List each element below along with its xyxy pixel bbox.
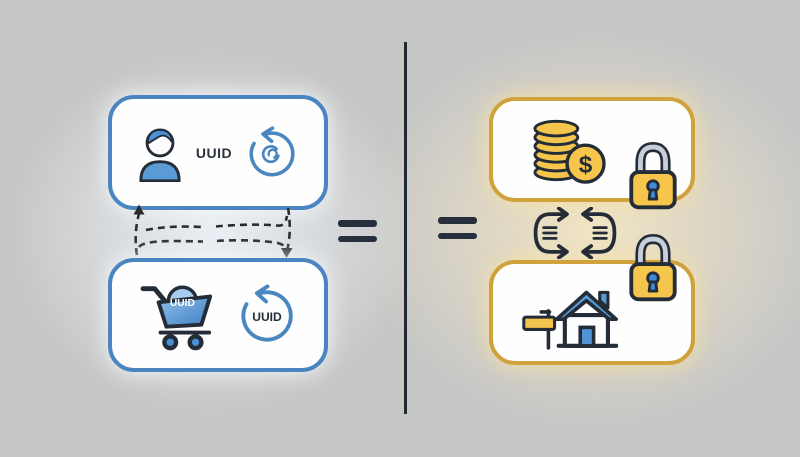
equals-bar <box>338 235 377 242</box>
user-uuid-box: UUID <box>108 95 328 210</box>
dollar-sign-label: $ <box>579 151 593 178</box>
refresh-cycle-icon <box>244 125 300 181</box>
cart-uuid-box: UUID UUID <box>108 258 328 372</box>
data-exchange-icon <box>528 207 622 259</box>
dashed-cycle-arrows-icon <box>116 201 306 261</box>
padlock-icon-bottom <box>626 231 680 303</box>
refresh-uuid-icon: UUID <box>236 284 298 346</box>
user-icon <box>136 124 184 182</box>
padlock-icon-top <box>626 139 680 211</box>
equals-bar <box>338 220 377 227</box>
house-sale-sign-icon <box>521 274 621 352</box>
equals-bar <box>438 232 477 239</box>
shopping-cart-icon: UUID <box>138 278 220 352</box>
equals-sign-left <box>338 220 377 242</box>
user-uuid-label: UUID <box>195 144 233 161</box>
equals-bar <box>438 217 477 224</box>
refresh-uuid-label: UUID <box>252 310 282 324</box>
equals-sign-right <box>438 217 477 239</box>
cart-uuid-label: UUID <box>170 298 195 309</box>
vertical-divider <box>404 42 407 414</box>
coin-stack-dollar-icon: $ <box>531 115 607 185</box>
